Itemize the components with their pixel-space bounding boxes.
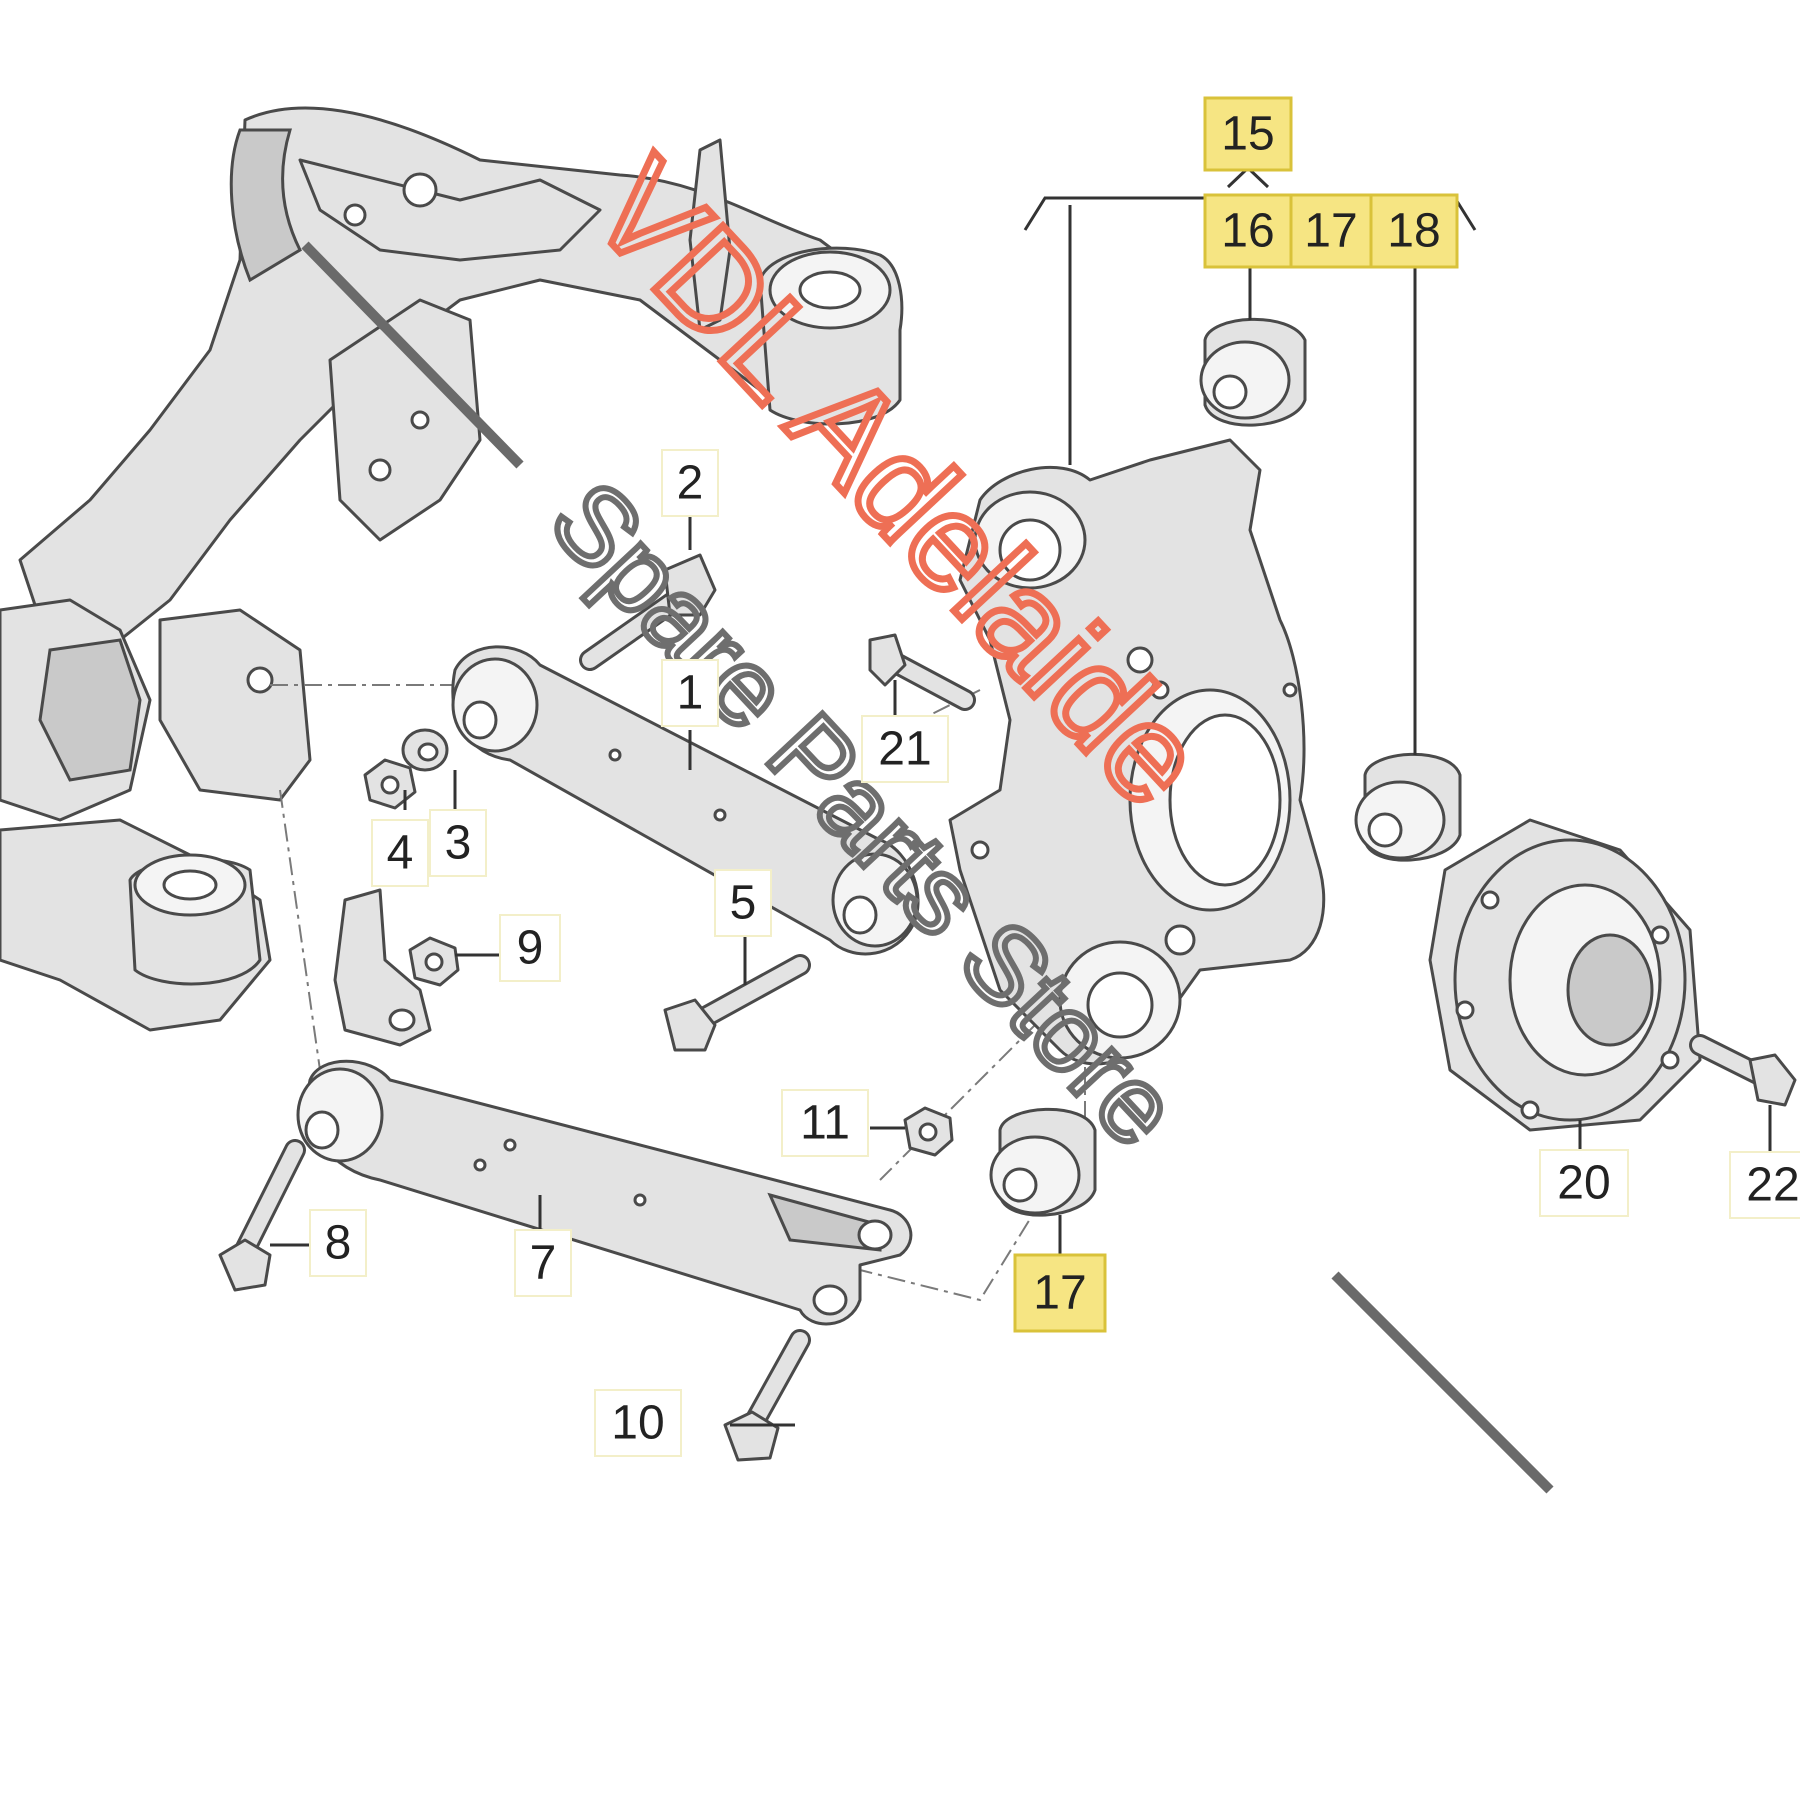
callout-15[interactable]: 15 xyxy=(1203,96,1293,172)
rear-subframe xyxy=(0,106,904,1032)
bolt-5 xyxy=(663,954,811,1052)
callout-21[interactable]: 21 xyxy=(861,715,949,783)
callout-8[interactable]: 8 xyxy=(309,1209,367,1277)
svg-text:5: 5 xyxy=(730,877,757,930)
bushing-17 xyxy=(989,1107,1097,1217)
wheel-hub xyxy=(1428,818,1702,1132)
svg-text:20: 20 xyxy=(1557,1157,1610,1210)
callout-4[interactable]: 4 xyxy=(371,819,429,887)
bolt-2 xyxy=(579,553,717,671)
svg-text:21: 21 xyxy=(878,723,931,776)
callout-17-lower[interactable]: 17 xyxy=(1013,1253,1107,1333)
bolt-10 xyxy=(723,1329,811,1462)
nut-9 xyxy=(408,936,460,987)
upper-control-arm xyxy=(451,645,920,956)
svg-text:4: 4 xyxy=(387,827,414,880)
svg-text:8: 8 xyxy=(325,1217,352,1270)
svg-text:7: 7 xyxy=(530,1237,557,1290)
mounting-bracket xyxy=(333,888,432,1047)
callout-16[interactable]: 16 xyxy=(1203,193,1293,269)
bushing-18 xyxy=(1354,752,1462,862)
callout-22[interactable]: 22 xyxy=(1729,1151,1800,1219)
svg-text:11: 11 xyxy=(800,1097,850,1150)
callout-2[interactable]: 2 xyxy=(661,449,719,517)
svg-text:10: 10 xyxy=(611,1397,664,1450)
bushing-16 xyxy=(1199,317,1307,427)
svg-text:16: 16 xyxy=(1221,205,1274,258)
nut-4 xyxy=(363,758,417,810)
callout-7[interactable]: 7 xyxy=(514,1229,572,1297)
nut-11 xyxy=(903,1106,954,1157)
svg-text:17: 17 xyxy=(1304,205,1357,258)
svg-text:1: 1 xyxy=(677,667,704,720)
svg-text:9: 9 xyxy=(517,922,544,975)
callout-5[interactable]: 5 xyxy=(714,869,772,937)
bolt-22 xyxy=(1689,1034,1797,1107)
washer-3 xyxy=(401,728,449,772)
svg-text:17: 17 xyxy=(1033,1267,1086,1320)
callout-9[interactable]: 9 xyxy=(499,914,561,982)
lower-control-arm xyxy=(296,1059,913,1326)
svg-text:18: 18 xyxy=(1387,205,1440,258)
svg-text:15: 15 xyxy=(1221,108,1274,161)
callout-20[interactable]: 20 xyxy=(1539,1149,1629,1217)
svg-text:22: 22 xyxy=(1746,1159,1799,1212)
wheel-carrier xyxy=(948,438,1326,1066)
callout-11[interactable]: 11 xyxy=(781,1089,869,1157)
watermark-bar-top xyxy=(301,241,524,469)
bolt-8 xyxy=(218,1139,306,1292)
callout-18[interactable]: 18 xyxy=(1369,193,1459,269)
bolt-21 xyxy=(868,633,976,711)
callout-3[interactable]: 3 xyxy=(429,809,487,877)
callout-1[interactable]: 1 xyxy=(661,659,719,727)
svg-text:2: 2 xyxy=(677,457,704,510)
callout-17[interactable]: 17 xyxy=(1289,193,1373,269)
watermark-bar-bottom xyxy=(1331,1271,1554,1494)
svg-text:3: 3 xyxy=(445,817,472,870)
callout-10[interactable]: 10 xyxy=(594,1389,682,1457)
callouts: 1 2 3 4 5 7 8 9 xyxy=(309,96,1800,1457)
